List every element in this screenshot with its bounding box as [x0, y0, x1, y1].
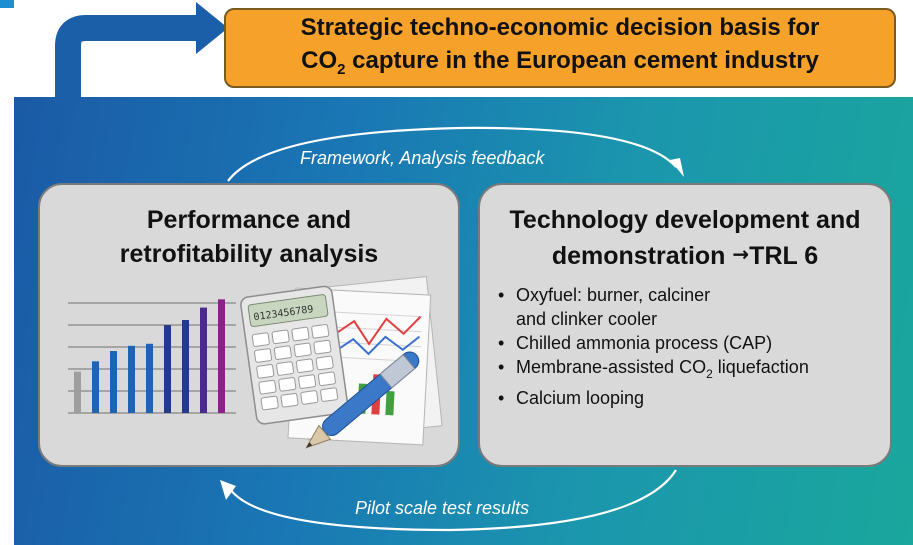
bullet-oxyfuel-line-2: and clinker cooler — [516, 309, 658, 329]
bar-chart-bar — [200, 307, 207, 413]
bar-chart-bar — [110, 351, 117, 413]
top-feedback-label: Framework, Analysis feedback — [300, 148, 545, 168]
bar-chart-bar — [146, 343, 153, 413]
bullet-membrane: Membrane-assisted CO2 liquefaction — [496, 355, 809, 386]
bullet-cap-text: Chilled ammonia process (CAP) — [516, 333, 773, 353]
goal-capture-text: capture in the European cement industry — [345, 46, 819, 74]
performance-title-line-2: retrofitability analysis — [119, 240, 379, 268]
bar-chart-bar — [128, 345, 135, 413]
technology-title-demonstration: demonstration — [551, 242, 733, 270]
goal-line-2: CO2 capture in the European cement indus… — [301, 44, 819, 86]
technology-panel: Technology development and demonstration… — [478, 183, 892, 467]
goal-box: Strategic techno-economic decision basis… — [224, 8, 896, 88]
corner-accent — [0, 0, 14, 8]
performance-title-line-1: Performance and — [146, 206, 352, 234]
technology-title-line-2: demonstration →TRL 6 — [480, 237, 890, 273]
bullet-calcium: Calcium looping — [496, 386, 809, 410]
goal-co-text: CO — [301, 46, 338, 74]
right-arrow-icon: → — [732, 242, 750, 266]
technology-title-line-1: Technology development and — [509, 206, 861, 234]
bar-chart-bar — [74, 371, 81, 413]
technology-panel-title: Technology development and demonstration… — [480, 203, 890, 273]
upward-arrow-icon — [55, 2, 228, 105]
performance-panel: Performance and retrofitability analysis… — [38, 183, 460, 467]
bullet-oxyfuel-line-1: Oxyfuel: burner, calciner — [516, 285, 711, 305]
performance-panel-title: Performance and retrofitability analysis — [40, 203, 458, 271]
bullet-oxyfuel: Oxyfuel: burner, calciner and clinker co… — [496, 283, 809, 331]
calculator-document-icon: 0123456789 — [240, 275, 443, 449]
bullet-membrane-pre: Membrane-assisted CO — [516, 357, 707, 377]
bottom-feedback-label: Pilot scale test results — [355, 498, 530, 518]
goal-line-1: Strategic techno-economic decision basis… — [300, 13, 820, 41]
technology-bullet-list: Oxyfuel: burner, calciner and clinker co… — [496, 283, 809, 410]
bar-chart-bar — [92, 361, 99, 413]
bar-chart-bar — [182, 320, 189, 413]
bar-chart-illustration-icon — [68, 299, 236, 414]
bullet-membrane-subscript: 2 — [706, 367, 713, 381]
bar-chart-bar — [164, 325, 171, 413]
goal-co2-subscript: 2 — [337, 60, 346, 78]
bullet-cap: Chilled ammonia process (CAP) — [496, 331, 809, 355]
technology-title-trl: TRL 6 — [749, 242, 819, 270]
bullet-calcium-text: Calcium looping — [516, 388, 645, 408]
bar-chart-bar — [218, 299, 225, 413]
bullet-membrane-post: liquefaction — [712, 357, 809, 377]
